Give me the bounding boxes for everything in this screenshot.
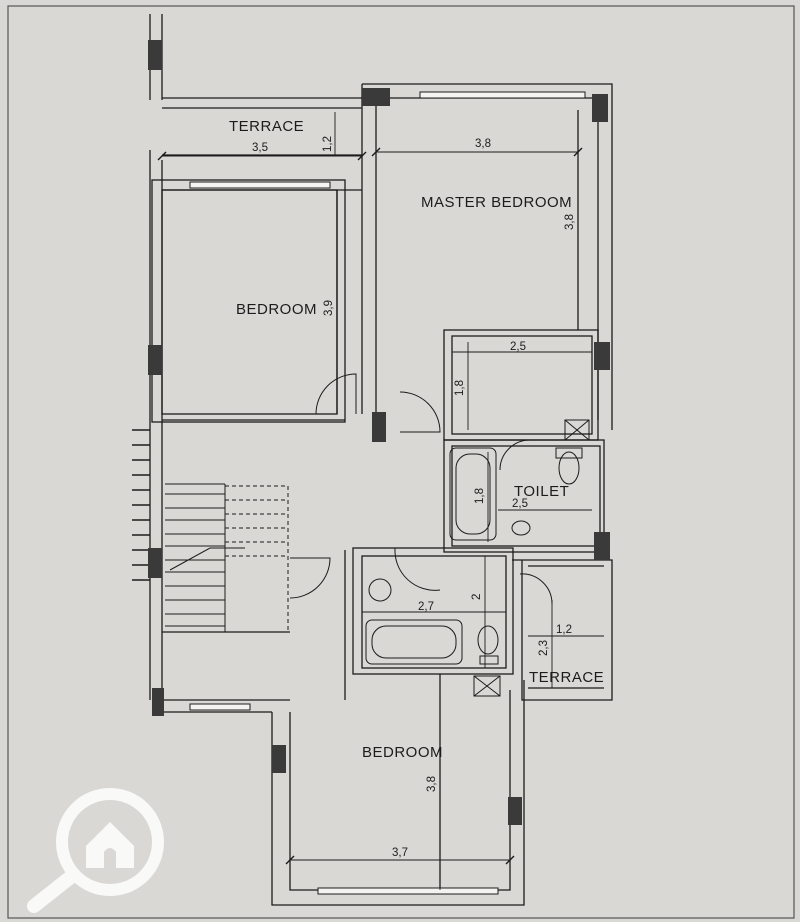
dim-bedroom-lower-width: 3,7 (392, 847, 408, 859)
dim-bedroom-upper-depth: 3,9 (323, 300, 335, 316)
dimension-lines (162, 110, 604, 890)
sheet-border (7, 5, 795, 919)
dim-terrace-top-depth: 1,2 (322, 136, 334, 152)
room-label-toilet: TOILET (514, 483, 569, 500)
dim-bath-depth: 2 (471, 594, 483, 600)
dim-master-depth: 3,8 (564, 214, 576, 230)
dimension-ticks (157, 147, 583, 865)
dim-toilet-depth: 1,8 (474, 488, 486, 504)
walls (149, 14, 613, 906)
room-label-bedroom-lower: BEDROOM (362, 744, 443, 761)
dim-terrace-bottom-depth: 2,3 (538, 640, 550, 656)
room-label-master-bedroom: MASTER BEDROOM (421, 194, 572, 211)
doors (289, 373, 553, 605)
dim-master-width: 3,8 (475, 138, 491, 150)
room-label-terrace-bottom: TERRACE (529, 669, 604, 686)
dim-bedroom-lower-depth: 3,8 (426, 776, 438, 792)
stairs (165, 483, 289, 632)
dim-terrace-top-width: 3,5 (252, 142, 268, 154)
columns (148, 40, 610, 825)
house-search-icon (27, 788, 164, 913)
dim-bath-width: 2,7 (418, 601, 434, 613)
dim-toilet-width: 2,5 (512, 498, 528, 510)
dim-terrace-bottom-width: 1,2 (556, 624, 572, 636)
room-label-bedroom-upper: BEDROOM (236, 301, 317, 318)
dim-closet-width: 2,5 (510, 341, 526, 353)
stair-rail (132, 429, 150, 581)
room-label-terrace-top: TERRACE (229, 118, 304, 135)
windows (189, 91, 586, 895)
fixtures (365, 419, 590, 697)
dim-closet-depth: 1,8 (454, 380, 466, 396)
